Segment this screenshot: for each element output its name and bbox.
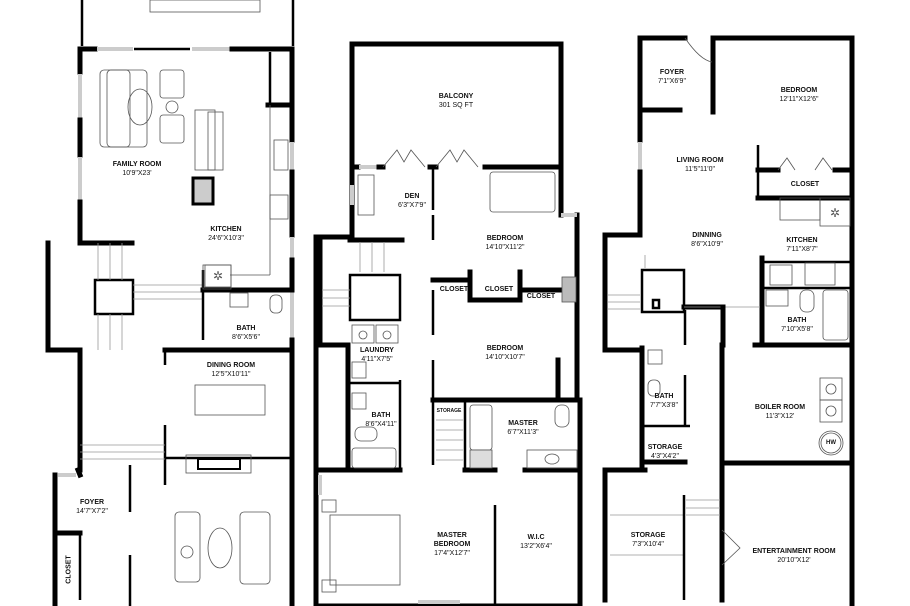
middle-floor-walls	[313, 41, 583, 606]
room-label-den: DEN 6'3"X7'9"	[398, 193, 426, 209]
svg-text:✲: ✲	[213, 269, 223, 283]
room-label-entertainment-room: ENTERTAINMENT ROOM 20'10"X12'	[752, 548, 836, 564]
left-floor-furniture: ✲	[99, 69, 289, 585]
right-floor-walls: ✲	[602, 35, 855, 606]
room-label-dining-room: DINING ROOM 12'5"X10'11"	[206, 362, 256, 378]
room-label-bedroom-upper: BEDROOM 14'10"X11'2"	[485, 235, 525, 251]
room-label-balcony: BALCONY 301 SQ FT	[438, 93, 474, 109]
room-label-storage: STORAGE	[436, 408, 462, 414]
room-label-wic: W.I.C 13'2"X6'4"	[520, 534, 552, 550]
room-label-master-bath: MASTER 6'7"X11'3"	[507, 420, 539, 436]
room-label-bath-mid: BATH 8'6"X4'11"	[365, 412, 397, 428]
room-label-bath-right-upper: BATH 7'10"X5'8"	[781, 317, 813, 333]
room-label-master-bedroom: MASTER BEDROOM 17'4"X12'7"	[433, 532, 471, 557]
room-label-bath: BATH 8'6"X5'6"	[232, 325, 260, 341]
room-label-living-room: LIVING ROOM 11'5"11'0"	[676, 157, 724, 173]
room-label-kitchen: KITCHEN 24'6"X10'3"	[208, 226, 244, 242]
room-label-bedroom-right: BEDROOM 12'11"X12'6"	[779, 87, 819, 103]
room-label-foyer-right: FOYER 7'1"X6'9"	[658, 69, 686, 85]
room-label-storage-small: STORAGE 4'3"X4'2"	[647, 444, 683, 460]
room-label-closet-2: CLOSET	[484, 286, 514, 293]
room-label-bedroom-lower: BEDROOM 14'10"X10'7"	[485, 345, 525, 361]
room-label-closet-1: CLOSET	[439, 286, 469, 293]
room-label-dinning: DINNING 8'6"X10'9"	[691, 232, 723, 248]
room-label-boiler-room: BOILER ROOM 11'3"X12'	[754, 404, 806, 420]
room-label-family-room: FAMILY ROOM 10'9"X23'	[112, 161, 162, 177]
svg-text:✲: ✲	[830, 206, 840, 220]
room-label-storage-large: STORAGE 7'3"X10'4"	[630, 532, 666, 548]
room-label-closet: CLOSET	[65, 555, 73, 584]
room-label-kitchen-right: KITCHEN 7'11"X8'7"	[786, 237, 818, 253]
water-heater-label: HW	[826, 440, 836, 446]
room-label-closet-3: CLOSET	[526, 293, 556, 300]
room-label-laundry: LAUNDRY 4'11"X7'5"	[360, 347, 394, 363]
room-label-bath-right-lower: BATH 7'7"X3'8"	[650, 393, 678, 409]
room-label-closet-right: CLOSET	[790, 181, 820, 188]
room-label-foyer: FOYER 14'7"X7'2"	[76, 499, 108, 515]
